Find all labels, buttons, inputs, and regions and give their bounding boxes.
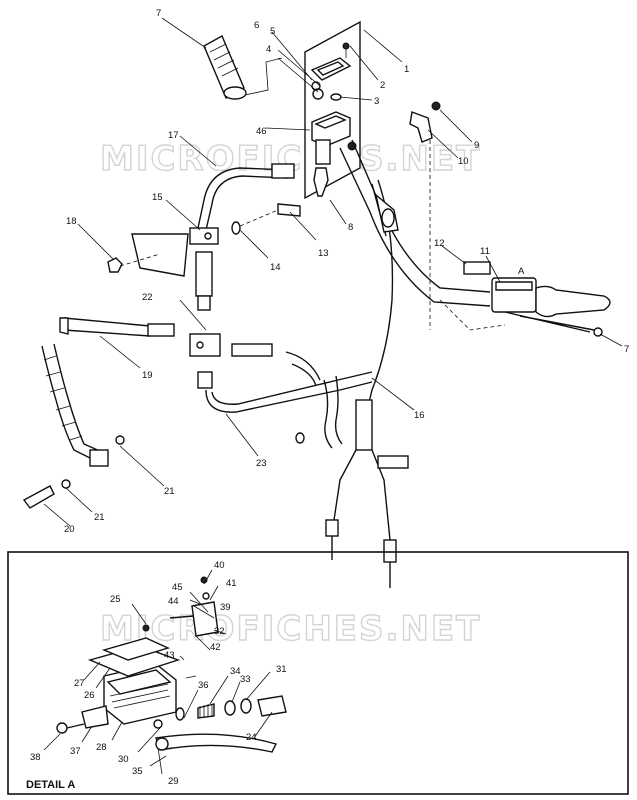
callout-29: 29: [168, 776, 179, 787]
callout-21-lower: 21: [94, 512, 105, 523]
throttle-adjuster: [374, 193, 399, 233]
leader-7-grip: [161, 17, 207, 49]
callout-24: 24: [246, 732, 257, 743]
callout-32: 32: [214, 626, 225, 637]
callout-35: 35: [132, 766, 143, 777]
watermark-bottom: MICROFICHES.NET: [100, 609, 481, 649]
callout-36: 36: [198, 680, 209, 691]
master-cylinder: [311, 111, 357, 165]
callout-9: 9: [474, 140, 479, 151]
hose-bracket: [131, 227, 219, 277]
callout-28: 28: [96, 742, 107, 753]
hose-fitting-vertical: [195, 251, 213, 311]
callout-20: 20: [64, 524, 75, 535]
detail-a-frame: [7, 551, 629, 795]
callout-13: 13: [318, 248, 329, 259]
master-cylinder-bolt: [313, 167, 329, 197]
callout-15: 15: [152, 192, 163, 203]
banjo-bolt-left: [22, 435, 125, 509]
detail-master-cylinder-body: [103, 663, 177, 725]
callout-6: 6: [254, 20, 259, 31]
reservoir-cap: [310, 42, 352, 81]
callout-31: 31: [276, 664, 287, 675]
callout-30: 30: [118, 754, 129, 765]
callout-16: 16: [414, 410, 425, 421]
detail-piston-stack: [175, 695, 287, 721]
callout-44: 44: [168, 596, 179, 607]
brake-hose-upper: [197, 163, 295, 231]
brake-hose-right: [231, 343, 321, 387]
callout-25: 25: [110, 594, 121, 605]
detail-pivot-parts: [56, 705, 163, 734]
callout-45: 45: [172, 582, 183, 593]
callout-27: 27: [74, 678, 85, 689]
leader-lines: [43, 29, 623, 527]
detail-lever: [155, 733, 278, 753]
callout-3: 3: [374, 96, 379, 107]
brake-line-23: [197, 371, 373, 413]
brake-hose-right-lower: [323, 375, 343, 449]
bracket-bolt-washer: [231, 203, 301, 235]
detail-a-title: DETAIL A: [26, 779, 75, 791]
detail-brake-switch: [169, 576, 219, 637]
callout-43: 43: [164, 650, 175, 661]
callout-8: 8: [348, 222, 353, 233]
callout-21-upper: 21: [164, 486, 175, 497]
callout-39: 39: [220, 602, 231, 613]
nut-18: [107, 253, 161, 273]
callout-40: 40: [214, 560, 225, 571]
callout-33: 33: [240, 674, 251, 685]
brake-hose-left: [59, 317, 175, 337]
detail-a-marker: A: [518, 266, 525, 277]
callout-11: 11: [480, 246, 490, 257]
callout-26: 26: [84, 690, 95, 701]
callout-38: 38: [30, 752, 41, 763]
callout-2: 2: [380, 80, 385, 91]
callout-22: 22: [142, 292, 153, 303]
callout-17: 17: [168, 130, 179, 141]
callout-37: 37: [70, 746, 81, 757]
tee-fitting: [189, 333, 221, 357]
callout-41: 41: [226, 578, 237, 589]
bracket-clamp: [409, 101, 441, 143]
callout-18: 18: [66, 216, 77, 227]
grip-leader: [244, 57, 283, 96]
callout-5: 5: [270, 26, 275, 37]
callout-14: 14: [270, 262, 281, 273]
brake-lever-assembly: [463, 261, 611, 337]
callout-42: 42: [210, 642, 221, 653]
brake-hose-coiled: [41, 343, 103, 463]
callout-46: 46: [256, 126, 267, 137]
callout-19: 19: [142, 370, 153, 381]
cable-ends: [325, 519, 397, 588]
callout-1: 1: [404, 64, 409, 75]
callout-4: 4: [266, 44, 271, 55]
callout-34: 34: [230, 666, 241, 677]
callout-23: 23: [256, 458, 267, 469]
left-handgrip: [203, 35, 247, 100]
detail-reservoir-cover: [87, 624, 181, 677]
splitter-fitting: [295, 399, 409, 541]
callout-7-grip: 7: [156, 8, 161, 19]
detail-leader-lines: [43, 569, 273, 775]
callout-12: 12: [434, 238, 445, 249]
callout-10: 10: [458, 156, 469, 167]
callout-7-right: 7: [624, 344, 629, 355]
